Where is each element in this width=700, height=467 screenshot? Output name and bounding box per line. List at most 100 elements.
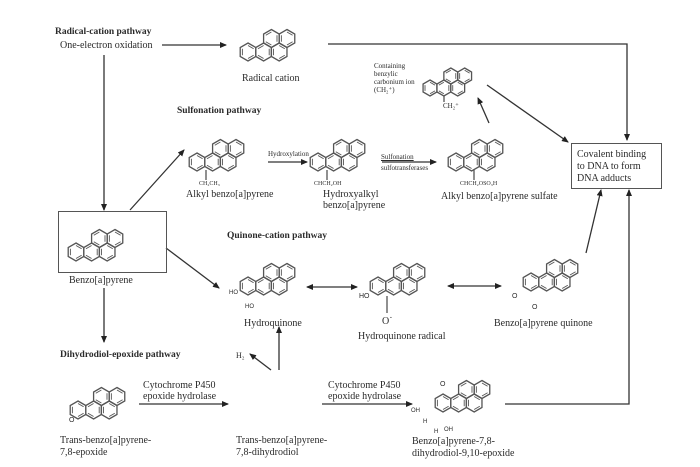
double-bond [429,90,436,95]
double-bond [317,155,324,160]
double-bond [473,405,481,410]
double-bond [116,389,123,394]
radical-cation-label: Radical cation [242,73,300,84]
arrow-quinone-to-dna [585,189,603,254]
double-bond [377,279,384,284]
double-bond [473,151,480,156]
epoxide-o: O [69,417,75,424]
double-bond [455,164,462,169]
aromatic-ring [106,228,124,249]
bap-structure [67,228,124,262]
double-bond [387,288,394,293]
double-bond [257,54,264,59]
double-bond [457,81,463,86]
double-bond [486,164,494,169]
bpde-oh-left: OH [411,408,420,414]
double-bond [108,403,116,408]
double-bond [278,54,286,59]
aromatic-ring [486,138,504,159]
arrow-sulfate-to-carbonium [477,97,490,124]
alkyl-bap-label: Alkyl benzo[a]pyrene [186,189,274,200]
double-bond [438,90,445,95]
double-bond [77,412,84,417]
dna-adducts-box [571,143,662,189]
aromatic-ring [348,138,366,159]
double-bond [106,245,114,250]
double-bond [327,164,334,169]
double-bond [569,261,576,266]
bpde-h-left: H [423,419,428,425]
double-bond [416,265,423,270]
double-bond [247,279,254,284]
double-bond [108,412,116,417]
double-bond [75,245,82,250]
double-bond [530,284,537,289]
double-bond [93,241,100,246]
double-bond [206,164,213,169]
arrow-bap-to-alkyl [129,149,185,211]
bpde-label-line1: Benzo[a]pyrene-7,8- [412,436,496,447]
double-bond [540,275,547,280]
hydroquinone-radical-label: Hydroquinone radical [358,331,446,342]
arrow-h2 [249,353,272,371]
carbonium-note-line2: benzylic [374,70,398,78]
double-bond [286,275,293,280]
double-bond [561,284,569,289]
aromatic-ring [408,262,426,283]
aromatic-ring [108,386,126,407]
double-bond [348,164,356,169]
double-bond [335,141,342,146]
double-bond [247,45,254,50]
double-bond [247,54,254,59]
hydroxylation-label: Hydroxylation [268,150,309,158]
sulfonation-pathway-heading: Sulfonation pathway [177,106,262,116]
double-bond [95,399,102,404]
dihydrodiol-label-line1: Trans-benzo[a]pyrene- [236,435,328,446]
double-bond [227,155,235,160]
bpde-epoxide-o: O [440,381,446,388]
aromatic-ring [278,262,296,283]
double-bond [561,275,569,280]
double-bond [286,265,293,270]
double-bond [455,155,462,160]
double-bond [196,155,203,160]
hydroquinone-structure [239,262,296,296]
double-bond [317,164,324,169]
quinone-label: Benzo[a]pyrene quinone [494,318,593,329]
sulfotransferases-label: sulfotransferases [381,164,429,172]
alkyl-substituent: CH₂CH₃ [199,181,220,187]
dna-outcome-line1: Covalent binding [577,149,647,160]
hydroxyalkyl-substituent: CHCH₂OH [314,181,342,187]
cyp2-line2: epoxide hydrolase [328,391,402,402]
double-bond [335,151,342,156]
double-bond [85,254,92,259]
epoxide-label-line2: 7,8-epoxide [60,447,108,458]
radical-cation-structure [239,28,296,62]
carbonium-substituent: CH₂⁺ [443,102,459,110]
bpde-h-bottom: H [434,429,439,435]
benzo-a-pyrene-box [58,211,167,273]
double-bond [473,141,480,146]
double-bond [95,389,102,394]
double-bond [569,271,576,276]
hydroxyalkyl-label-line1: Hydroxyalkyl [323,189,379,200]
double-bond [85,245,92,250]
double-bond [445,69,452,74]
h2-label: H₂ [236,351,245,360]
double-bond [452,405,459,410]
double-bond [196,164,203,169]
radical-ho: HO [359,293,370,300]
double-bond [235,151,242,156]
double-bond [265,31,272,36]
double-bond [540,284,547,289]
quinone-o-bottom: O [532,304,538,311]
double-bond [438,81,445,86]
dna-outcome-line3: DNA adducts [577,173,632,184]
carbonium-note-line1: Containing [374,62,406,70]
double-bond [465,164,472,169]
double-bond [481,382,488,387]
double-bond [486,155,494,160]
arrow-carbonium-to-dna [486,84,569,143]
double-bond [235,141,242,146]
